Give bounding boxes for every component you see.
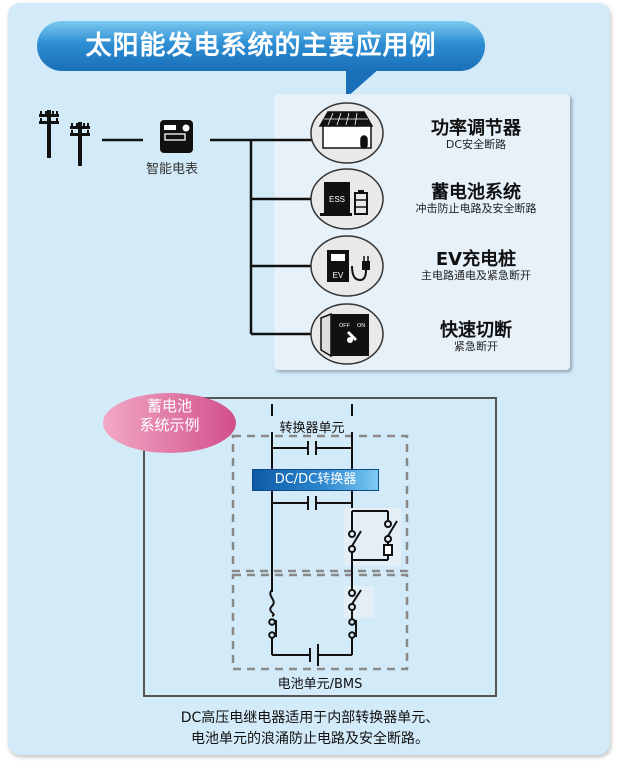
page-title: 太阳能发电系统的主要应用例 (85, 31, 437, 61)
dcdc-converter-box: DC/DC转换器 (252, 469, 379, 491)
utility-pole-icon (39, 110, 90, 166)
quick-disconnect-icon: OFF ON (320, 312, 369, 358)
solar-house-icon (318, 111, 374, 149)
app-subtitle-quick-disconnect: 紧急断开 (454, 340, 498, 353)
app-subtitle-power-conditioner: DC安全断路 (445, 138, 507, 151)
svg-text:ESS: ESS (329, 195, 345, 204)
app-title-battery-system: 蓄电池系统 (431, 182, 521, 203)
battery-example-badge (103, 393, 236, 453)
svg-text:OFF: OFF (339, 323, 351, 329)
caption-line-2: 电池单元的浪涌防止电路及安全断路。 (191, 731, 429, 747)
caption-line-1: DC高压电继电器适用于内部转换器单元、 (180, 710, 440, 726)
title-bubble-tail (346, 68, 380, 98)
battery-example-frame (143, 397, 497, 697)
battery-example-badge-text: 蓄电池 系统示例 (103, 397, 236, 435)
title-bubble (37, 21, 485, 71)
smart-meter-label: 智能电表 (145, 162, 198, 177)
battery-unit-box (231, 573, 409, 671)
app-title-power-conditioner: 功率调节器 (431, 118, 521, 139)
relay-contacts (268, 510, 398, 666)
battery-circuit (231, 404, 409, 671)
ess-battery-icon: ESS (320, 182, 368, 216)
app-title-ev-charger: EV充电桩 (435, 249, 517, 270)
svg-text:EV: EV (333, 271, 344, 280)
battery-unit-label: 电池单元/BMS (277, 677, 363, 692)
badge-line-1: 蓄电池 (146, 397, 192, 415)
smart-meter-icon (160, 120, 193, 153)
app-subtitle-battery-system: 冲击防止电路及安全断路 (415, 202, 537, 215)
badge-line-2: 系统示例 (139, 416, 200, 434)
caption: DC高压电继电器适用于内部转换器单元、 电池单元的浪涌防止电路及安全断路。 (60, 708, 560, 750)
svg-text:ON: ON (357, 323, 365, 329)
app-title-quick-disconnect: 快速切断 (440, 320, 512, 341)
app-subtitle-ev-charger: 主电路通电及紧急断开 (421, 269, 531, 282)
ev-charger-icon: EV (327, 250, 370, 282)
converter-unit-box (231, 434, 409, 573)
converter-unit-label: 转换器单元 (279, 421, 345, 436)
